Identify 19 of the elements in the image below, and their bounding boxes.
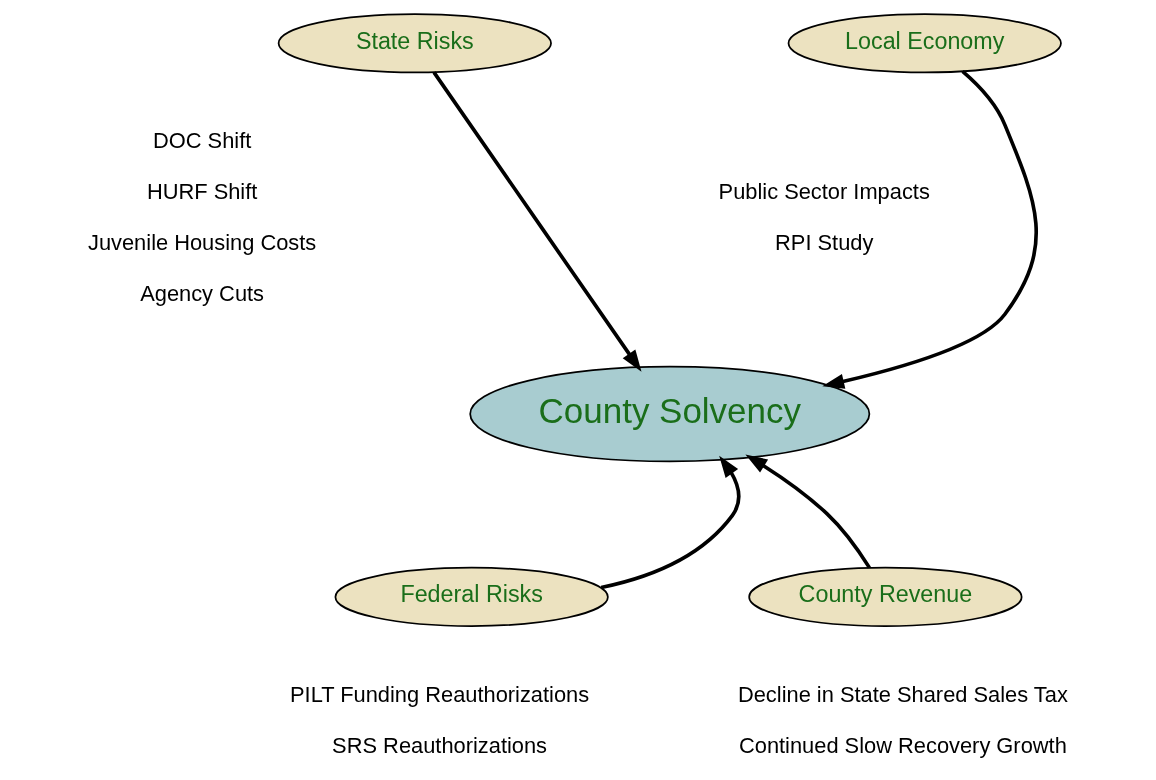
arrow: [822, 70, 1038, 389]
node-label: Decline in State Shared Sales Tax: [737, 681, 1068, 707]
node-label: DOC Shift: [152, 128, 252, 154]
node-label: SRS Reauthorizations: [332, 732, 548, 758]
node-label: RPI Study: [775, 230, 874, 256]
node-label: HURF Shift: [146, 179, 258, 205]
node-ellipse: County Solvency: [469, 365, 871, 463]
node-ellipse: County Revenue: [748, 566, 1023, 627]
node-label: Continued Slow Recovery Growth: [738, 732, 1067, 758]
arrow: [600, 455, 741, 590]
node-label: PILT Funding Reauthorizations: [290, 681, 590, 707]
node-ellipse: State Risks: [277, 13, 552, 74]
node-label: Agency Cuts: [140, 281, 265, 307]
node-ellipse: Local Economy: [787, 13, 1062, 74]
node-label: Juvenile Housing Costs: [87, 230, 317, 256]
node-label: Public Sector Impacts: [718, 179, 930, 205]
arrow: [432, 71, 642, 372]
arrow: [745, 454, 871, 569]
node-ellipse: Federal Risks: [334, 566, 609, 627]
